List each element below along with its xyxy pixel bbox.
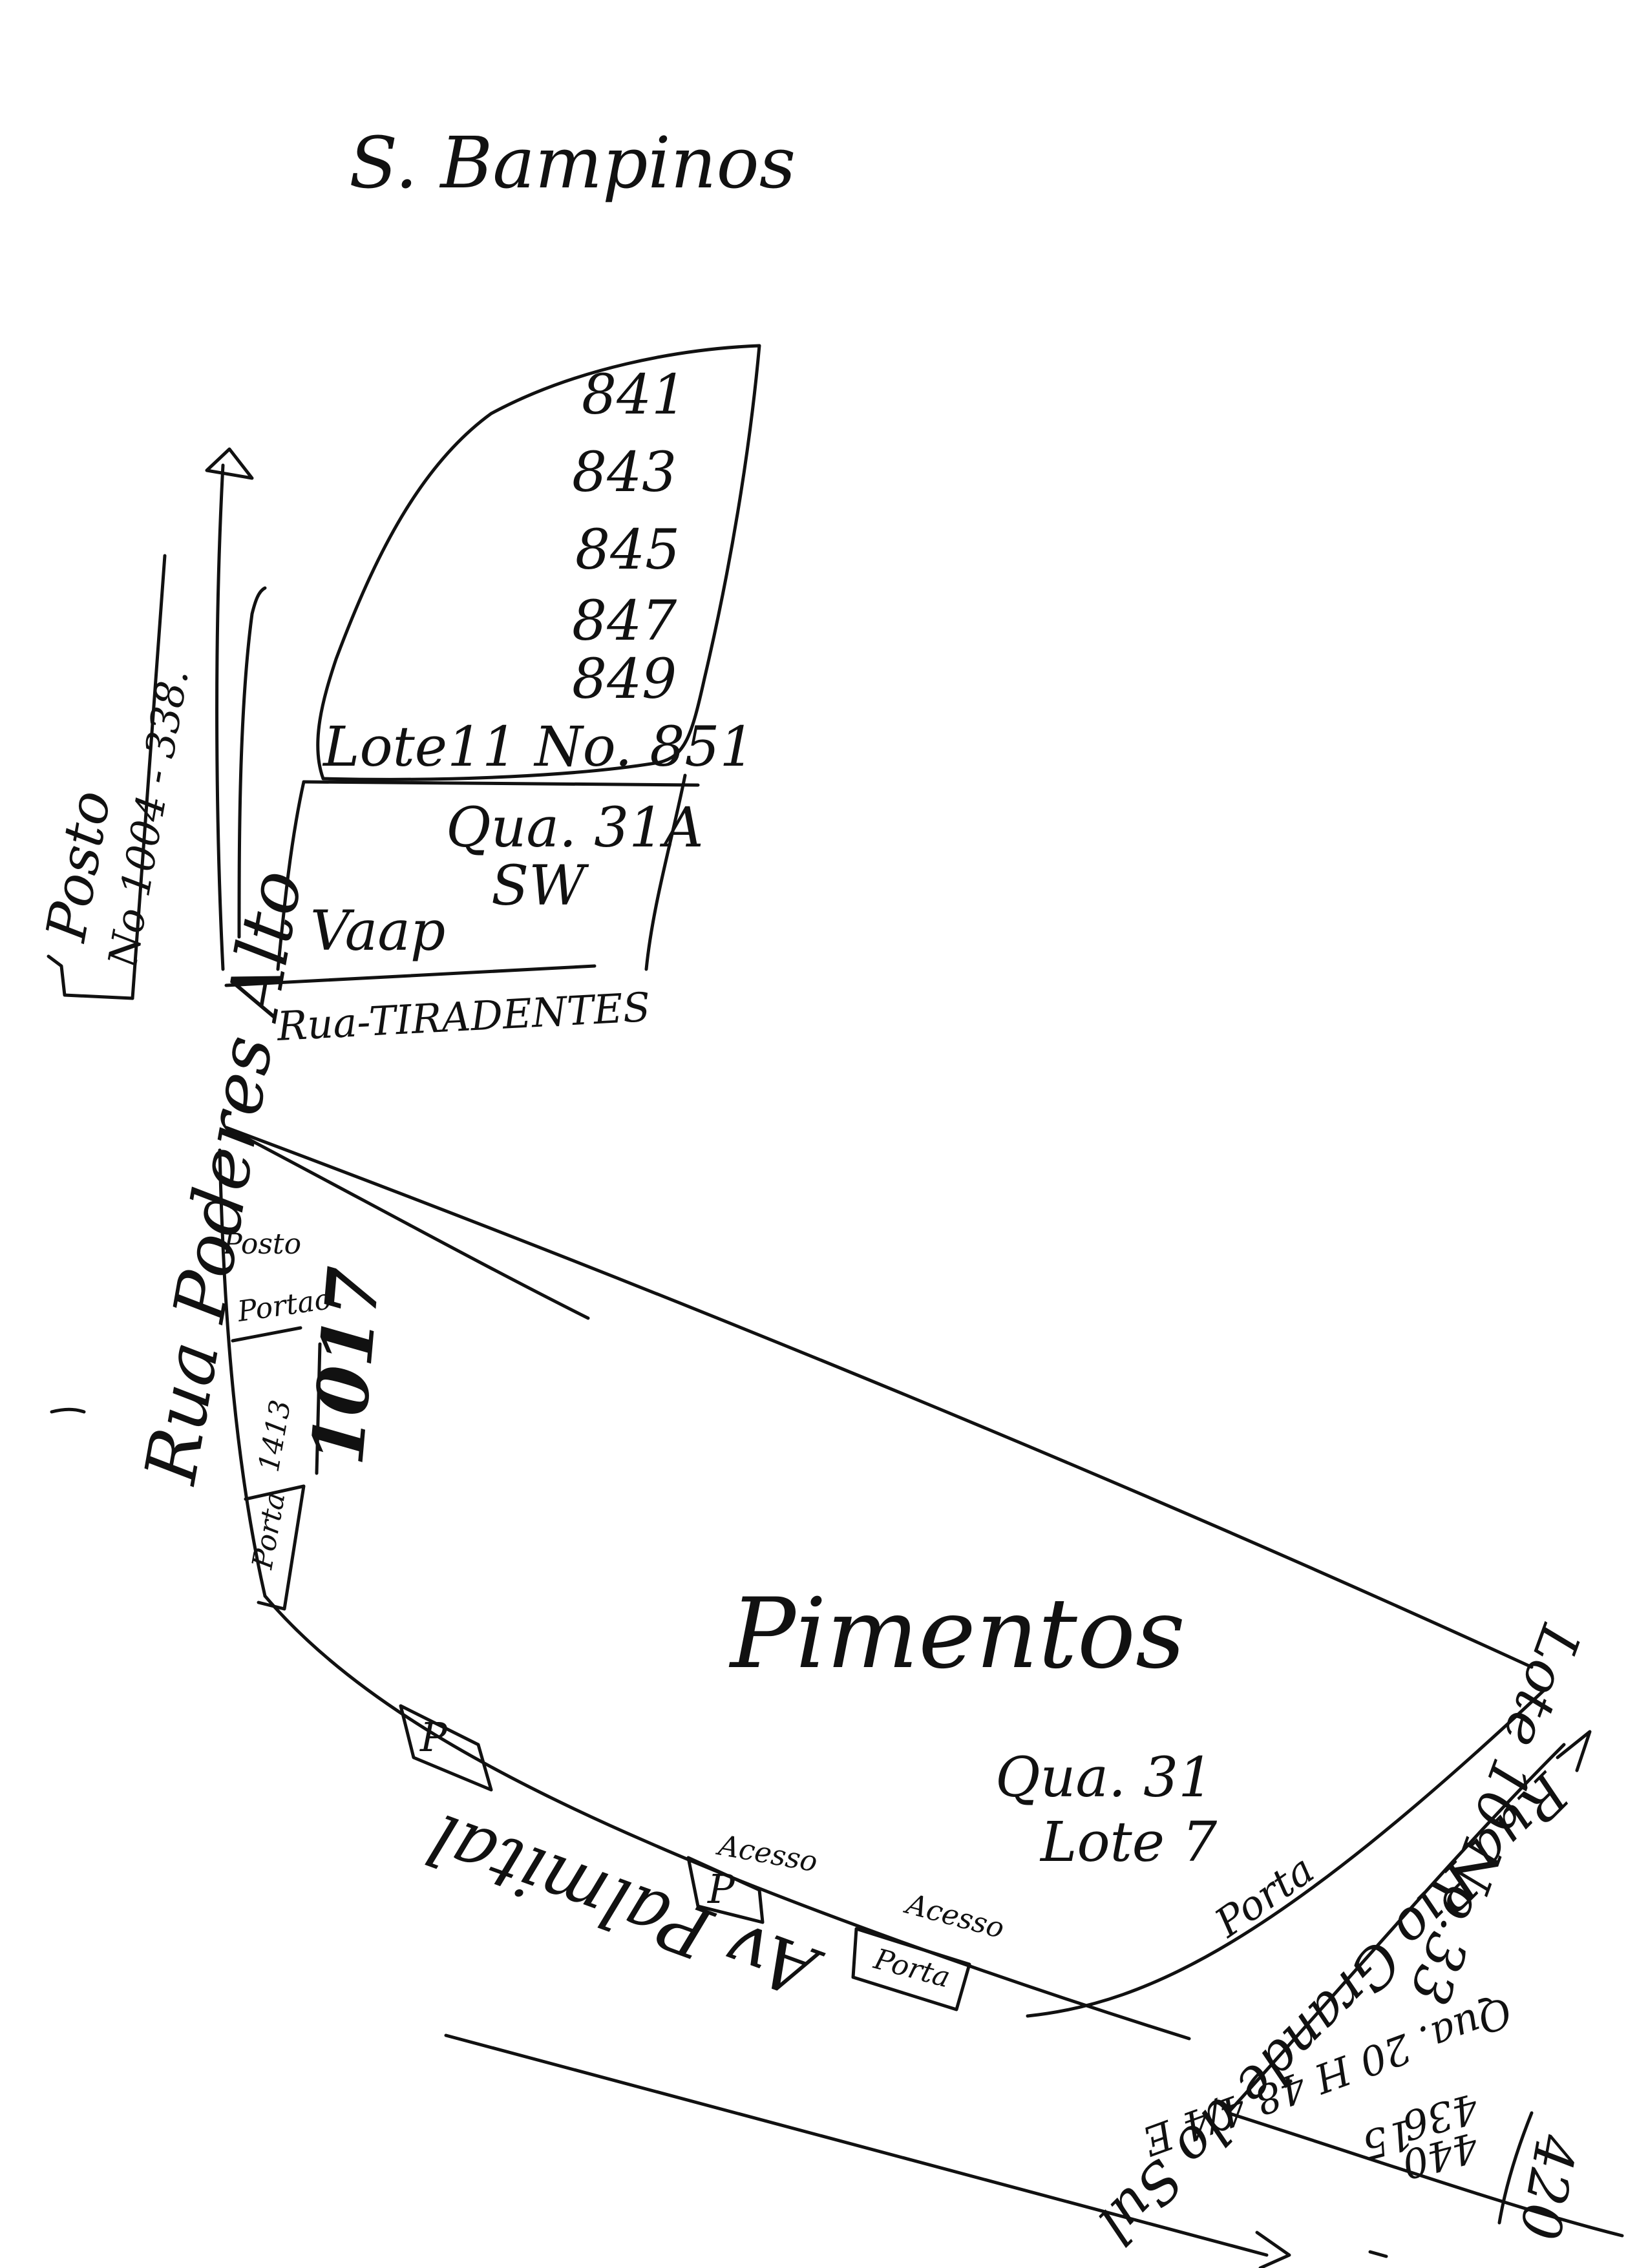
street-tiradentes: Rua-TIRADENTES xyxy=(275,983,651,1050)
porta-right-label: Porta xyxy=(1206,1845,1322,1947)
main-block-top-edge xyxy=(224,1126,1534,1669)
porta-box-left xyxy=(244,1484,306,1611)
lot-number-841: 841 xyxy=(582,363,686,427)
north-arrow-head xyxy=(205,447,254,480)
dash-mark-bottom xyxy=(1368,2250,1388,2258)
annotation-1413: 1413 xyxy=(253,1398,298,1475)
top-block-vacant: Vaap xyxy=(310,899,445,963)
south-road-line xyxy=(444,2033,1269,2257)
lot-number-849: 849 xyxy=(572,647,677,711)
rio-grande-edge xyxy=(1026,1688,1547,2018)
lot-number-843: 843 xyxy=(572,441,677,505)
acesso-label-2: Acesso xyxy=(900,1887,1008,1945)
street-poderes-alto: Rua Poderes Alto xyxy=(129,864,318,1490)
header-title: S. Bampinos xyxy=(349,121,796,204)
corner-diagonal xyxy=(1497,2111,1534,2225)
inner-diagonal-line xyxy=(231,1129,590,1320)
lot-1017-underline xyxy=(315,1342,322,1475)
street-av-palmital: Av Palmital xyxy=(417,1797,832,2015)
p-mark: P xyxy=(419,1714,448,1761)
posto-vertical-line xyxy=(131,554,167,1000)
main-block-lote: Lote 7 xyxy=(1039,1811,1217,1874)
portao-line xyxy=(231,1326,302,1343)
lot-number-847: 847 xyxy=(572,589,677,653)
south-arrow-head xyxy=(1255,2231,1291,2268)
posto-small-label: Posto xyxy=(222,1228,301,1261)
top-block xyxy=(47,344,761,1000)
posto-bracket xyxy=(47,954,134,1000)
main-block xyxy=(50,1126,1624,2268)
lot-number-845: 845 xyxy=(575,518,680,582)
east-arrow-head xyxy=(1556,1730,1592,1772)
top-block-sector: SW xyxy=(491,854,589,918)
lot-label-851: Lote11 No. 851 xyxy=(322,715,755,779)
acesso-box-2 xyxy=(851,1927,971,2011)
top-block-outline xyxy=(316,344,761,781)
main-block-name: Pimentos xyxy=(728,1578,1185,1690)
porta-label-left: Porta xyxy=(246,1490,291,1572)
top-block-quadra: Qua. 31A xyxy=(446,796,704,860)
top-block-divider xyxy=(302,780,700,787)
p-box xyxy=(399,1704,493,1792)
dash-mark-left xyxy=(50,1407,86,1414)
top-block-right-side xyxy=(644,773,687,971)
tiradentes-street-line xyxy=(224,964,597,987)
acesso-box-1 xyxy=(686,1856,765,1924)
corner-baseline xyxy=(1226,2111,1624,2238)
north-arrow-shaft xyxy=(215,463,225,971)
inner-road-line xyxy=(237,586,267,939)
acesso-p-mark: P xyxy=(707,1865,735,1913)
lot-number-1017: 1017 xyxy=(295,1264,396,1468)
main-block-left-edge xyxy=(218,1148,267,1598)
main-block-quadra: Qua. 31 xyxy=(995,1746,1213,1810)
top-block-left-side xyxy=(276,780,306,971)
east-road-line xyxy=(1226,1743,1566,2115)
av-palmital-edge xyxy=(263,1594,1191,2041)
